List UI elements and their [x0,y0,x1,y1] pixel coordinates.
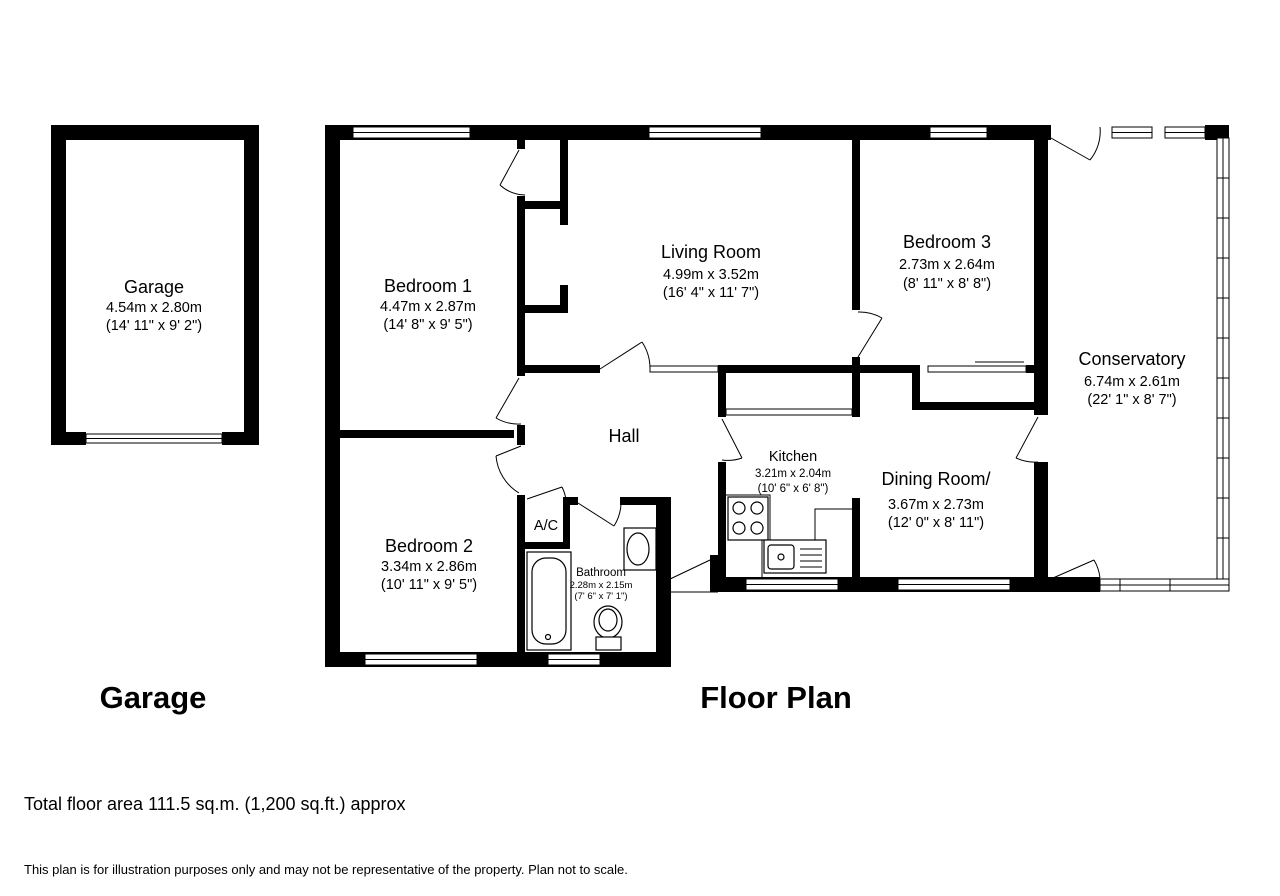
dining-room-dim-ft: (12' 0" x 8' 11") [888,515,984,531]
kitchen-dim-ft: (10' 6" x 6' 8") [758,483,829,495]
garage-room-dim-m: 4.54m x 2.80m [106,300,202,316]
bedroom1-name: Bedroom 1 [384,276,472,296]
dining-room-dim-m: 3.67m x 2.73m [888,497,984,513]
bathroom-name: Bathroom [576,567,626,579]
conservatory-dim-m: 6.74m x 2.61m [1084,374,1180,390]
conservatory-dim-ft: (22' 1" x 8' 7") [1087,392,1176,408]
hall-name: Hall [608,426,639,446]
bedroom3-dim-m: 2.73m x 2.64m [899,257,995,273]
conservatory-name: Conservatory [1078,349,1185,369]
top-windows [352,126,1206,139]
bedroom2-name: Bedroom 2 [385,536,473,556]
bedroom3-dim-ft: (8' 11" x 8' 8") [903,276,991,292]
bedroom1-dim-m: 4.47m x 2.87m [380,299,476,315]
ac-cupboard-name: A/C [534,518,558,534]
garage-room-name: Garage [124,277,184,297]
conservatory-glazing [1048,137,1230,592]
living-room-name: Living Room [661,242,761,262]
living-room-dim-ft: (16' 4" x 11' 7") [663,285,759,301]
kitchen-worktop [726,494,852,577]
bathroom-dim-ft: (7' 6" x 7' 1") [574,591,627,602]
bath-fixture [526,551,572,651]
bedroom3-name: Bedroom 3 [903,232,991,252]
sink-fixture [763,539,827,574]
bedroom1-dim-ft: (14' 8" x 9' 5") [383,317,472,333]
garage-walls [51,125,259,445]
living-room-dim-m: 4.99m x 3.52m [663,267,759,283]
basin-fixture [623,527,657,571]
doors [495,126,1101,593]
dining-room-name: Dining Room/ [881,469,990,489]
bathroom-dim-m: 2.28m x 2.15m [570,580,633,591]
interior-walls [325,125,1048,655]
garage-room-dim-ft: (14' 11" x 9' 2") [106,318,202,334]
garage-door [85,433,223,444]
disclaimer: This plan is for illustration purposes o… [24,862,628,877]
toilet-fixture [593,605,623,651]
bedroom2-dim-ft: (10' 11" x 9' 5") [381,577,477,593]
floor-plan-heading: Floor Plan [700,680,852,715]
hob-fixture [727,496,769,541]
total-floor-area: Total floor area 111.5 sq.m. (1,200 sq.f… [24,794,406,814]
garage-heading: Garage [100,680,207,715]
bedroom2-dim-m: 3.34m x 2.86m [381,559,477,575]
kitchen-dim-m: 3.21m x 2.04m [755,468,831,480]
bottom-windows [364,578,1011,666]
kitchen-name: Kitchen [769,449,817,465]
